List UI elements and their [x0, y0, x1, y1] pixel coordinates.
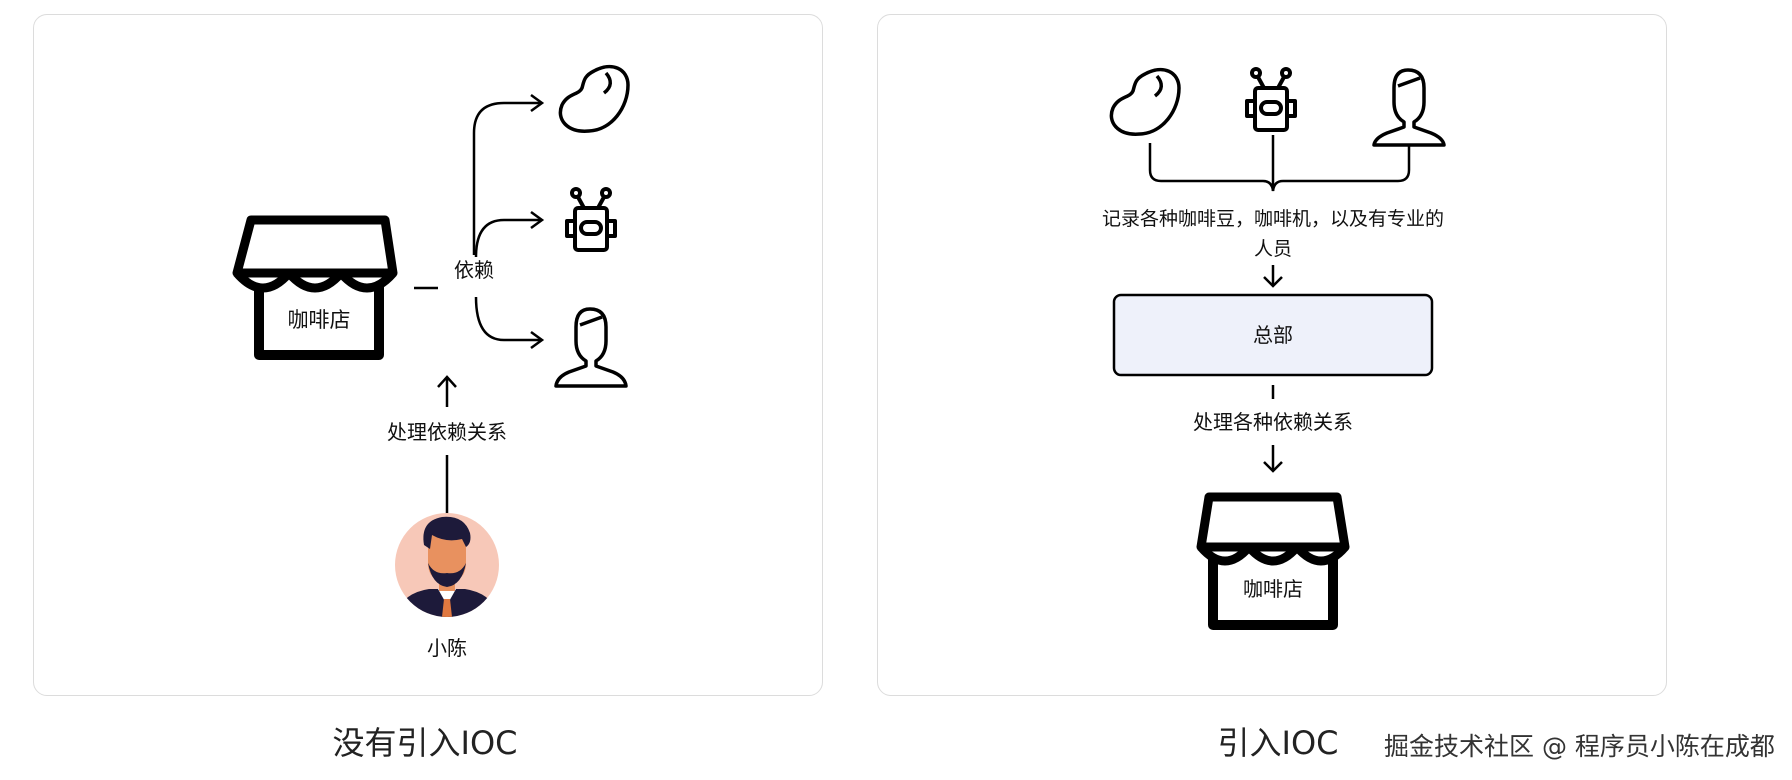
down-arrow	[1264, 445, 1282, 471]
person-icon	[556, 309, 626, 386]
coffee-bean-icon	[560, 67, 628, 132]
shop-label: 咖啡店	[1243, 577, 1303, 601]
handle-label: 处理各种依赖关系	[1193, 410, 1353, 434]
diagram-without-ioc: 咖啡店 依赖	[34, 15, 824, 697]
person-label: 小陈	[427, 636, 467, 660]
dependency-arrows	[474, 95, 542, 348]
robot-icon	[1247, 69, 1295, 130]
caption-without-ioc: 没有引入IOC	[333, 718, 518, 764]
down-arrow	[1264, 265, 1282, 286]
up-arrow	[438, 377, 456, 407]
register-label: 记录各种咖啡豆，咖啡机，以及有专业的	[1102, 208, 1444, 230]
shop-label: 咖啡店	[288, 308, 351, 332]
panel-without-ioc: 咖啡店 依赖	[33, 14, 823, 696]
avatar	[394, 513, 500, 617]
watermark: 掘金技术社区 @ 程序员小陈在成都	[1384, 727, 1775, 763]
coffee-bean-icon	[1111, 70, 1179, 135]
diagram-with-ioc: 记录各种咖啡豆，咖啡机，以及有专业的 人员 总部 处理各种依赖关系 咖啡店	[878, 15, 1668, 697]
handle-label: 处理依赖关系	[387, 420, 507, 444]
robot-icon	[567, 189, 615, 250]
panel-with-ioc: 记录各种咖啡豆，咖啡机，以及有专业的 人员 总部 处理各种依赖关系 咖啡店	[877, 14, 1667, 696]
register-label-line2: 人员	[1254, 238, 1292, 260]
person-icon	[1374, 70, 1444, 145]
bracket-connector	[1150, 143, 1409, 191]
coffee-shop-icon	[237, 220, 393, 355]
coffee-shop-icon	[1201, 497, 1345, 625]
caption-with-ioc: 引入IOC	[1218, 718, 1339, 764]
dependency-label: 依赖	[454, 258, 494, 282]
headquarters-label: 总部	[1253, 323, 1293, 347]
